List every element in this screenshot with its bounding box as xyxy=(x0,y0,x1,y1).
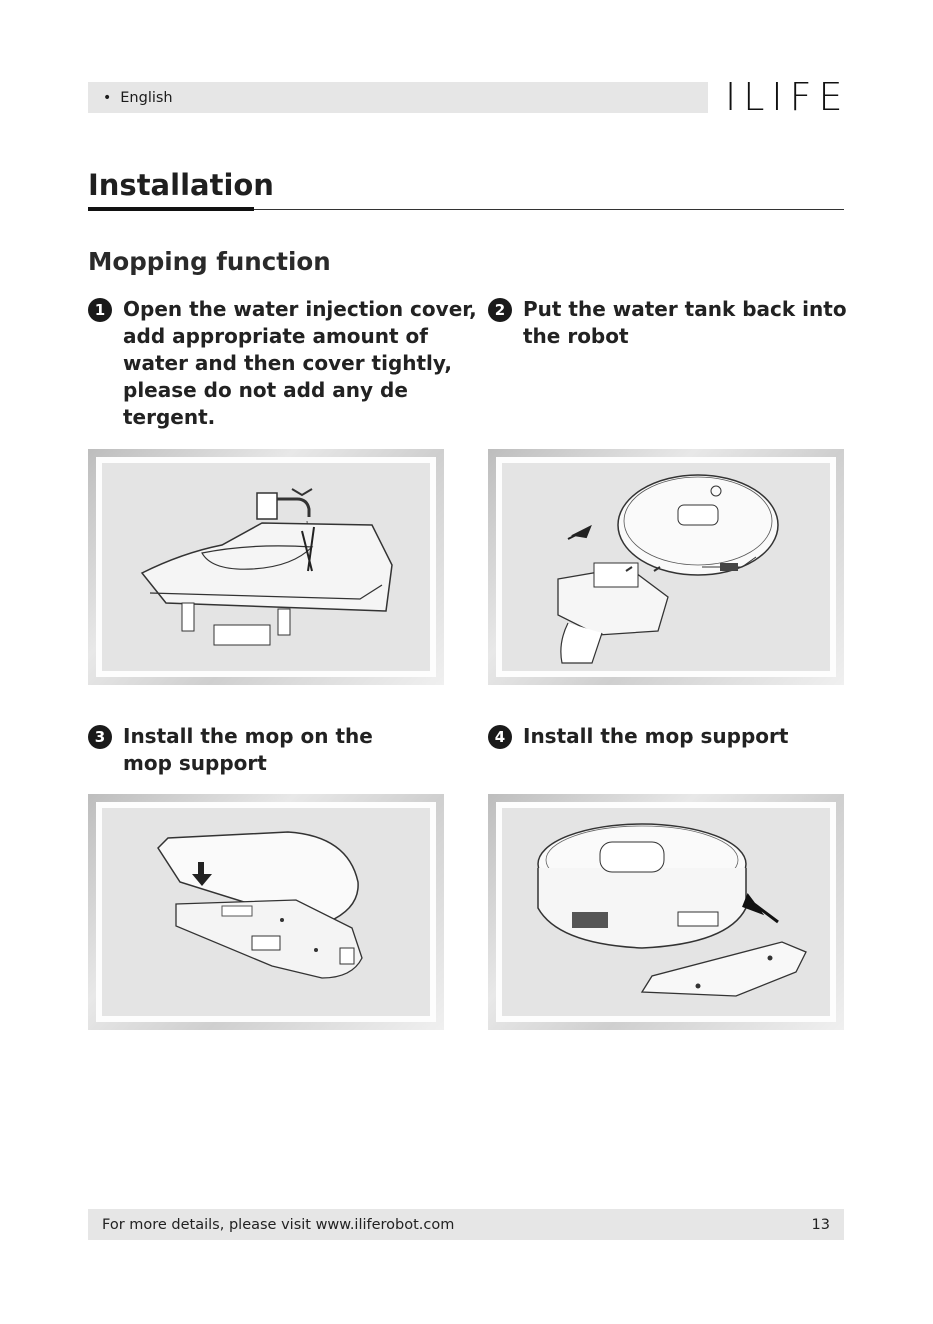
language-label: English xyxy=(120,89,173,106)
title-underline xyxy=(88,207,254,211)
mop-on-support-icon xyxy=(157,831,363,979)
step-3-text: Install the mop on the mop support xyxy=(123,724,373,775)
water-tank-faucet-icon xyxy=(140,488,393,646)
language-bullet: • xyxy=(103,89,112,106)
robot-insert-tank-icon xyxy=(557,474,779,664)
step-1-text: Open the water injection cover, add appr… xyxy=(123,297,477,429)
footer-bar: For more details, please visit www.ilife… xyxy=(88,1209,844,1240)
step-2-badge: 2 xyxy=(488,298,512,322)
step-4-badge: 4 xyxy=(488,725,512,749)
robot-mop-support-icon xyxy=(537,823,807,997)
step-4: 4 Install the mop support xyxy=(488,723,788,750)
step-2: 2 Put the water tank back into the robot xyxy=(488,296,847,350)
step-2-text: Put the water tank back into the robot xyxy=(523,297,847,348)
illustration-frame-2 xyxy=(488,449,844,685)
footer-website-text: For more details, please visit www.ilife… xyxy=(102,1216,455,1233)
title-rule xyxy=(88,209,844,210)
illustration-frame-4 xyxy=(488,794,844,1030)
step-4-text: Install the mop support xyxy=(523,724,789,748)
step-1-badge: 1 xyxy=(88,298,112,322)
subsection-title: Mopping function xyxy=(88,247,331,276)
step-3-badge: 3 xyxy=(88,725,112,749)
step-3: 3 Install the mop on the mop support xyxy=(88,723,373,777)
ilife-logo: ILIFE xyxy=(725,75,850,119)
step-1: 1 Open the water injection cover, add ap… xyxy=(88,296,477,431)
illustration-frame-3 xyxy=(88,794,444,1030)
section-title: Installation xyxy=(88,168,274,202)
language-bar: • English xyxy=(88,82,708,113)
illustration-frame-1 xyxy=(88,449,444,685)
page-number: 13 xyxy=(811,1216,830,1233)
